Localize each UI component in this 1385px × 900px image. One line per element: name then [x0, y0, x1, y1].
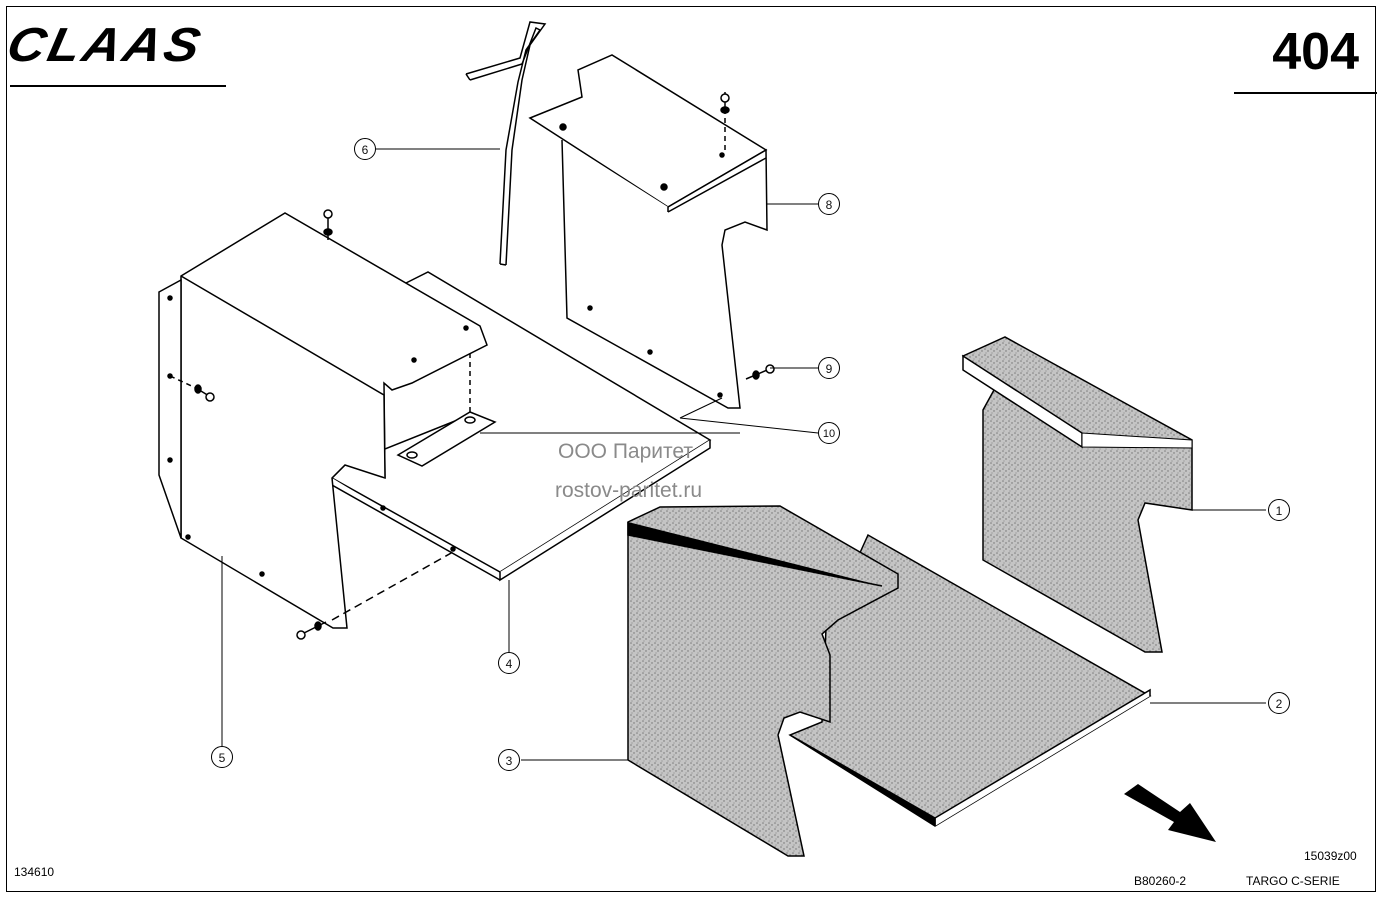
callout-2: 2	[1268, 692, 1290, 714]
callout-3: 3	[498, 749, 520, 771]
drawing-frame	[6, 6, 1376, 892]
leader-lines	[221, 148, 1266, 761]
callout-4: 4	[498, 652, 520, 674]
callout-1: 1	[1268, 499, 1290, 521]
part-8-screw	[720, 92, 730, 150]
page-number: 404	[1272, 23, 1359, 81]
part-5-screws	[194, 209, 333, 640]
part-2-floor-mat	[788, 533, 1152, 827]
footer-left-code: 134610	[14, 865, 55, 879]
part-9-screw	[745, 364, 775, 380]
forward-direction-arrow	[1124, 784, 1216, 842]
callout-6: 6	[354, 138, 376, 160]
reference-code: B80260-2	[1134, 874, 1187, 888]
part-1-insulation-mat	[961, 336, 1193, 653]
part-6-seal-strip	[465, 21, 547, 266]
callout-9: 9	[818, 357, 840, 379]
part-3-floor-mat	[627, 505, 899, 857]
page-number-underline	[1234, 92, 1377, 94]
callout-5: 5	[211, 746, 233, 768]
series-label: TARGO C-SERIE	[1246, 874, 1340, 888]
watermark-url: rostov-paritet.ru	[555, 479, 703, 502]
watermark-company: ООО Паритет	[558, 440, 694, 463]
logo-underline	[10, 85, 226, 87]
callout-8: 8	[818, 193, 840, 215]
part-10-bracket	[396, 335, 497, 467]
part-5-side-cover	[158, 212, 488, 629]
drawing-id: 15039z00	[1304, 849, 1357, 863]
callout-10: 10	[818, 422, 840, 444]
part-8-upper-cover	[528, 54, 768, 409]
